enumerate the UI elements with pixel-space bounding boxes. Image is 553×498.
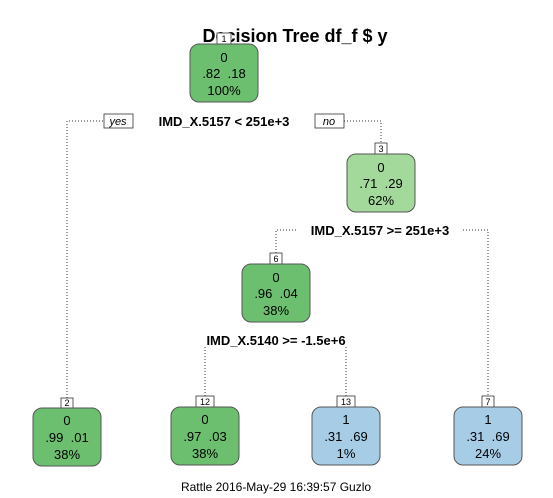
node-1: 1 0 .82 .18 100% <box>189 32 259 103</box>
node-pct: 100% <box>207 83 241 98</box>
node-6: 6 0 .96 .04 38% <box>241 252 311 323</box>
node-box <box>32 407 102 467</box>
node-tag: 12 <box>200 397 210 407</box>
yes-label: yes <box>108 116 127 128</box>
node-pct: 38% <box>263 303 289 318</box>
node-box <box>189 43 259 103</box>
no-box <box>314 113 345 129</box>
node-class: 0 <box>220 50 227 65</box>
node-class: 0 <box>377 160 384 175</box>
node-pct: 24% <box>475 446 501 461</box>
node-tag: 1 <box>221 34 226 44</box>
node-probs: .96 .04 <box>254 286 297 301</box>
node-pct: 38% <box>192 446 218 461</box>
footer-caption: Rattle 2016-May-29 16:39:57 Guzlo <box>181 480 371 494</box>
node-probs: .31 .69 <box>324 429 367 444</box>
edges <box>66 120 489 398</box>
node-13: 13 1 .31 .69 1% <box>311 395 381 466</box>
split-root: yes IMD_X.5157 < 251e+3 no <box>103 113 345 129</box>
node-pct: 62% <box>368 193 394 208</box>
yes-box <box>103 113 134 129</box>
node-probs: .31 .69 <box>466 429 509 444</box>
split-label: IMD_X.5157 < 251e+3 <box>159 114 290 129</box>
node-class: 0 <box>272 270 279 285</box>
edge-n3-left <box>275 229 296 253</box>
chart-title: Decision Tree df_f $ y <box>202 26 387 46</box>
node-7: 7 1 .31 .69 24% <box>453 395 523 466</box>
node-tag: 7 <box>485 397 490 407</box>
node-class: 1 <box>484 412 491 427</box>
node-probs: .71 .29 <box>359 176 402 191</box>
split-label: IMD_X.5140 >= -1.5e+6 <box>206 333 345 348</box>
node-pct: 1% <box>337 446 356 461</box>
node-box <box>346 153 416 213</box>
node-12: 12 0 .97 .03 38% <box>170 395 240 466</box>
node-pct: 38% <box>54 447 80 462</box>
node-tag: 13 <box>341 397 351 407</box>
node-2: 2 0 .99 .01 38% <box>32 397 102 467</box>
node-probs: .82 .18 <box>202 66 245 81</box>
node-class: 0 <box>201 412 208 427</box>
node-tag: 6 <box>273 254 278 264</box>
node-class: 1 <box>342 412 349 427</box>
edge-n3-right <box>463 229 489 396</box>
no-label: no <box>323 116 335 128</box>
node-class: 0 <box>63 413 70 428</box>
node-probs: .97 .03 <box>183 429 226 444</box>
node-tag: 3 <box>378 144 383 154</box>
node-probs: .99 .01 <box>45 430 88 445</box>
node-box <box>311 406 381 466</box>
node-box <box>170 406 240 466</box>
edge-root-right <box>344 120 382 143</box>
node-tag: 2 <box>64 398 69 408</box>
node-box <box>241 263 311 323</box>
node-3: 3 0 .71 .29 62% <box>346 142 416 213</box>
edge-root-left <box>66 120 109 398</box>
split-label: IMD_X.5157 >= 251e+3 <box>311 223 449 238</box>
node-box <box>453 406 523 466</box>
